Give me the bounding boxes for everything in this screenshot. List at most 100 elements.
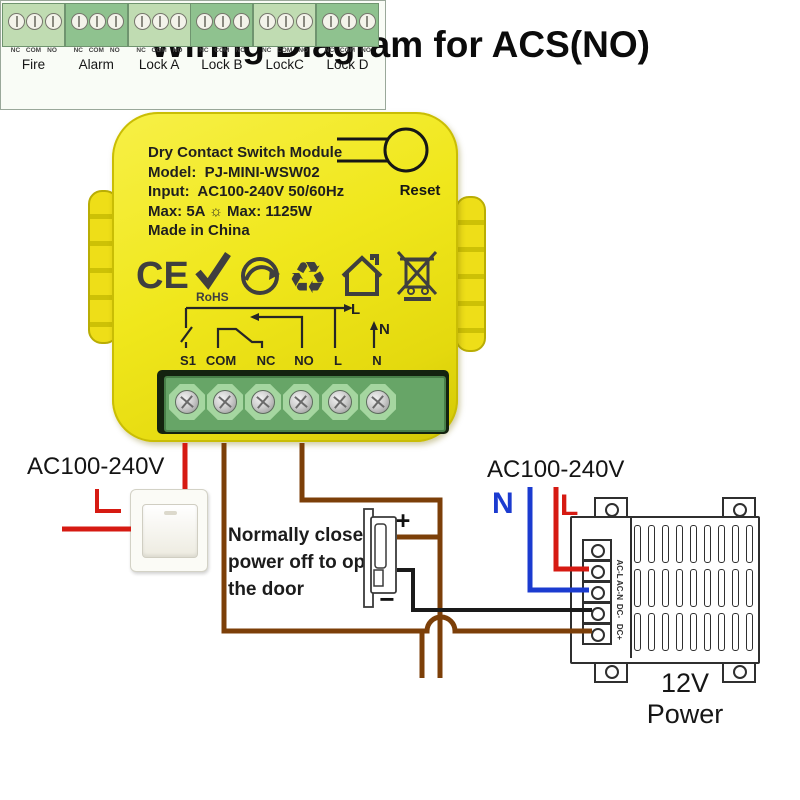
- psu-vent-slot: [634, 569, 641, 607]
- contact-label: NO: [47, 47, 57, 54]
- psu-vent-slot: [662, 613, 669, 651]
- contact-label: NC: [261, 47, 272, 54]
- psu-vent-slot: [718, 525, 725, 563]
- module-terminal-block: [157, 370, 449, 434]
- relay-screw-terminal: [358, 13, 376, 30]
- relay-group: NC COM NO Lock D: [316, 0, 379, 800]
- relay-group-name: Lock A: [138, 57, 180, 72]
- house-icon: [341, 254, 383, 296]
- psu-vent-slot: [662, 569, 669, 607]
- contact-label: NC: [10, 47, 21, 54]
- contact-label: NC: [73, 47, 83, 54]
- relay-group-name: Alarm: [78, 57, 114, 72]
- relay-screw-terminal: [44, 13, 62, 30]
- module-screw-terminal: [169, 384, 205, 420]
- psu-vent-slot: [648, 525, 655, 563]
- contact-label: NC: [136, 47, 146, 54]
- relay-screw-terminal: [26, 13, 43, 30]
- module-screw-terminal: [283, 384, 319, 420]
- relay-screw-terminal: [88, 13, 106, 30]
- psu-caption-voltage: 12V: [660, 668, 710, 698]
- relay-screw-terminal: [295, 13, 313, 30]
- psu-vent-slot: [676, 613, 683, 651]
- relay-screw-terminal: [70, 13, 88, 30]
- psu-vent-slot: [690, 613, 697, 651]
- psu-vent-slot: [732, 525, 739, 563]
- contact-label: COM: [151, 47, 167, 54]
- wall-switch: [130, 489, 208, 572]
- switch-rocker: [142, 504, 198, 558]
- psu-caption-power: Power: [646, 699, 724, 729]
- psu-vent-slot: [676, 525, 683, 563]
- contact-label: COM: [25, 47, 42, 54]
- psu-vent-slot: [634, 613, 641, 651]
- contact-label: NO: [109, 47, 120, 54]
- svg-text:RoHS: RoHS: [196, 290, 229, 304]
- contact-label: COM: [88, 47, 104, 54]
- psu-vent-slot: [648, 613, 655, 651]
- relay-group-name: Fire: [21, 57, 46, 72]
- module-model: Model: PJ-MINI-WSW02: [148, 163, 320, 181]
- relay-group-name: Lock D: [326, 57, 369, 72]
- module-label-text: Dry Contact Switch Module Model: PJ-MINI…: [148, 143, 438, 241]
- contact-label: NO: [361, 47, 371, 54]
- contact-label: NO: [172, 47, 183, 54]
- psu-vent-slot: [732, 569, 739, 607]
- left-supply-label: AC100-240V: [27, 453, 165, 480]
- contact-label: NC: [199, 47, 209, 54]
- contact-label: NO: [298, 47, 309, 54]
- module-screw-terminal: [245, 384, 281, 420]
- relay-group-name: LockC: [265, 57, 304, 72]
- contact-label: NC: [324, 47, 335, 54]
- psu-vent-slot: [746, 613, 753, 651]
- psu-vent-slot: [676, 569, 683, 607]
- contact-label: COM: [277, 47, 293, 54]
- relay-screw-terminal: [107, 13, 125, 30]
- psu-vent-slot: [704, 525, 711, 563]
- relay-screw-terminal: [133, 13, 151, 30]
- relay-group: NC COM NO Lock A: [127, 0, 191, 800]
- power-supply: [560, 495, 760, 685]
- relay-screw-terminal: [214, 13, 232, 30]
- dry-contact-module: Dry Contact Switch Module Model: PJ-MINI…: [112, 112, 458, 442]
- psu-vent-slot: [718, 569, 725, 607]
- weee-bin-icon: [396, 250, 438, 301]
- relay-screw-terminal: [170, 13, 188, 30]
- relay-screw-terminal: [196, 13, 214, 30]
- recycle-icon: ♻: [288, 254, 327, 303]
- relay-group: NC COM NO LockC: [253, 0, 317, 800]
- relay-screw-terminal: [151, 13, 169, 30]
- psu-vent-slot: [718, 613, 725, 651]
- relay-screw-terminal: [8, 13, 25, 30]
- green-dot-icon: [241, 257, 280, 295]
- module-terminals: [157, 370, 449, 434]
- psu-vent-slot: [746, 525, 753, 563]
- relay-screw-terminal: [259, 13, 277, 30]
- psu-vent-slot: [662, 525, 669, 563]
- contact-label: COM: [214, 47, 230, 54]
- relay-screw-terminal: [277, 13, 295, 30]
- svg-text:♻: ♻: [288, 254, 327, 303]
- module-title: Dry Contact Switch Module: [148, 144, 343, 161]
- module-screw-terminal: [360, 384, 396, 420]
- contact-label: COM: [339, 47, 356, 54]
- relay-screw-terminal: [232, 13, 250, 30]
- psu-vent-slot: [732, 613, 739, 651]
- module-input: Input: AC100-240V 50/60Hz: [148, 183, 345, 200]
- psu-vent-slot: [690, 569, 697, 607]
- rohs-check-icon: RoHS: [195, 252, 231, 304]
- relay-group: NC COM NO Lock B: [190, 0, 254, 800]
- module-screw-terminal: [207, 384, 243, 420]
- ce-mark-icon: CE: [136, 255, 189, 297]
- contact-label: NO: [235, 47, 246, 54]
- psu-vent-slot: [648, 569, 655, 607]
- psu-vent-slot: [746, 569, 753, 607]
- relay-group-name: Lock B: [201, 57, 243, 72]
- right-supply-label: AC100-240V: [487, 456, 625, 483]
- module-origin: Made in China: [148, 222, 250, 239]
- reset-label: Reset: [399, 182, 441, 199]
- module-screw-terminal: [322, 384, 358, 420]
